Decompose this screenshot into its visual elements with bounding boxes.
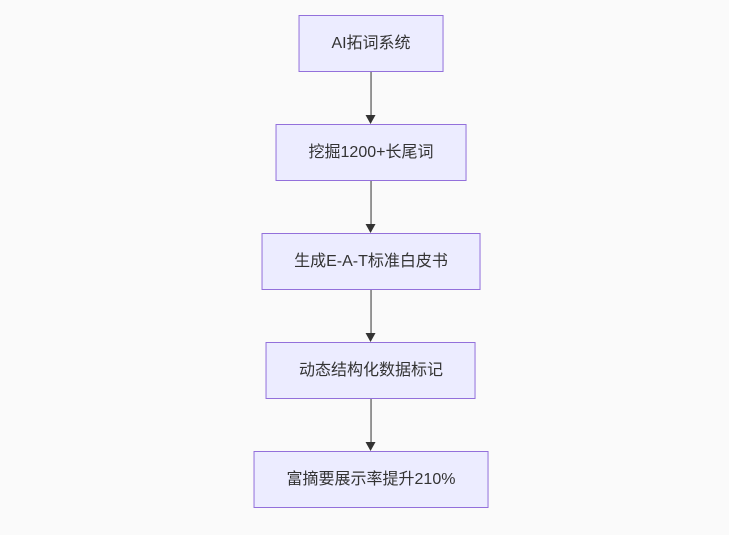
node-label: AI拓词系统 xyxy=(331,35,411,52)
arrowhead-icon xyxy=(366,224,376,233)
arrowhead-icon xyxy=(366,115,376,124)
arrow-down-icon xyxy=(366,72,376,124)
arrow-line xyxy=(370,181,372,224)
flow-node-rich-snippet-result: 富摘要展示率提升210% xyxy=(253,451,489,508)
arrowhead-icon xyxy=(366,333,376,342)
arrow-down-icon xyxy=(366,399,376,451)
node-label: 挖掘1200+长尾词 xyxy=(308,144,434,161)
node-label: 富摘要展示率提升210% xyxy=(286,471,456,488)
arrow-line xyxy=(370,290,372,333)
arrow-down-icon xyxy=(366,181,376,233)
flow-node-eat-whitepaper: 生成E-A-T标准白皮书 xyxy=(261,233,481,290)
arrowhead-icon xyxy=(366,442,376,451)
flow-node-ai-system: AI拓词系统 xyxy=(298,15,444,72)
node-label: 生成E-A-T标准白皮书 xyxy=(294,253,448,270)
flow-node-longtail-mining: 挖掘1200+长尾词 xyxy=(275,124,467,181)
arrow-line xyxy=(370,399,372,442)
flowchart: AI拓词系统 挖掘1200+长尾词 生成E-A-T标准白皮书 动态结构化数据标记 xyxy=(253,15,489,508)
arrow-down-icon xyxy=(366,290,376,342)
arrow-line xyxy=(370,72,372,115)
flow-node-structured-data: 动态结构化数据标记 xyxy=(265,342,476,399)
node-label: 动态结构化数据标记 xyxy=(298,362,443,379)
